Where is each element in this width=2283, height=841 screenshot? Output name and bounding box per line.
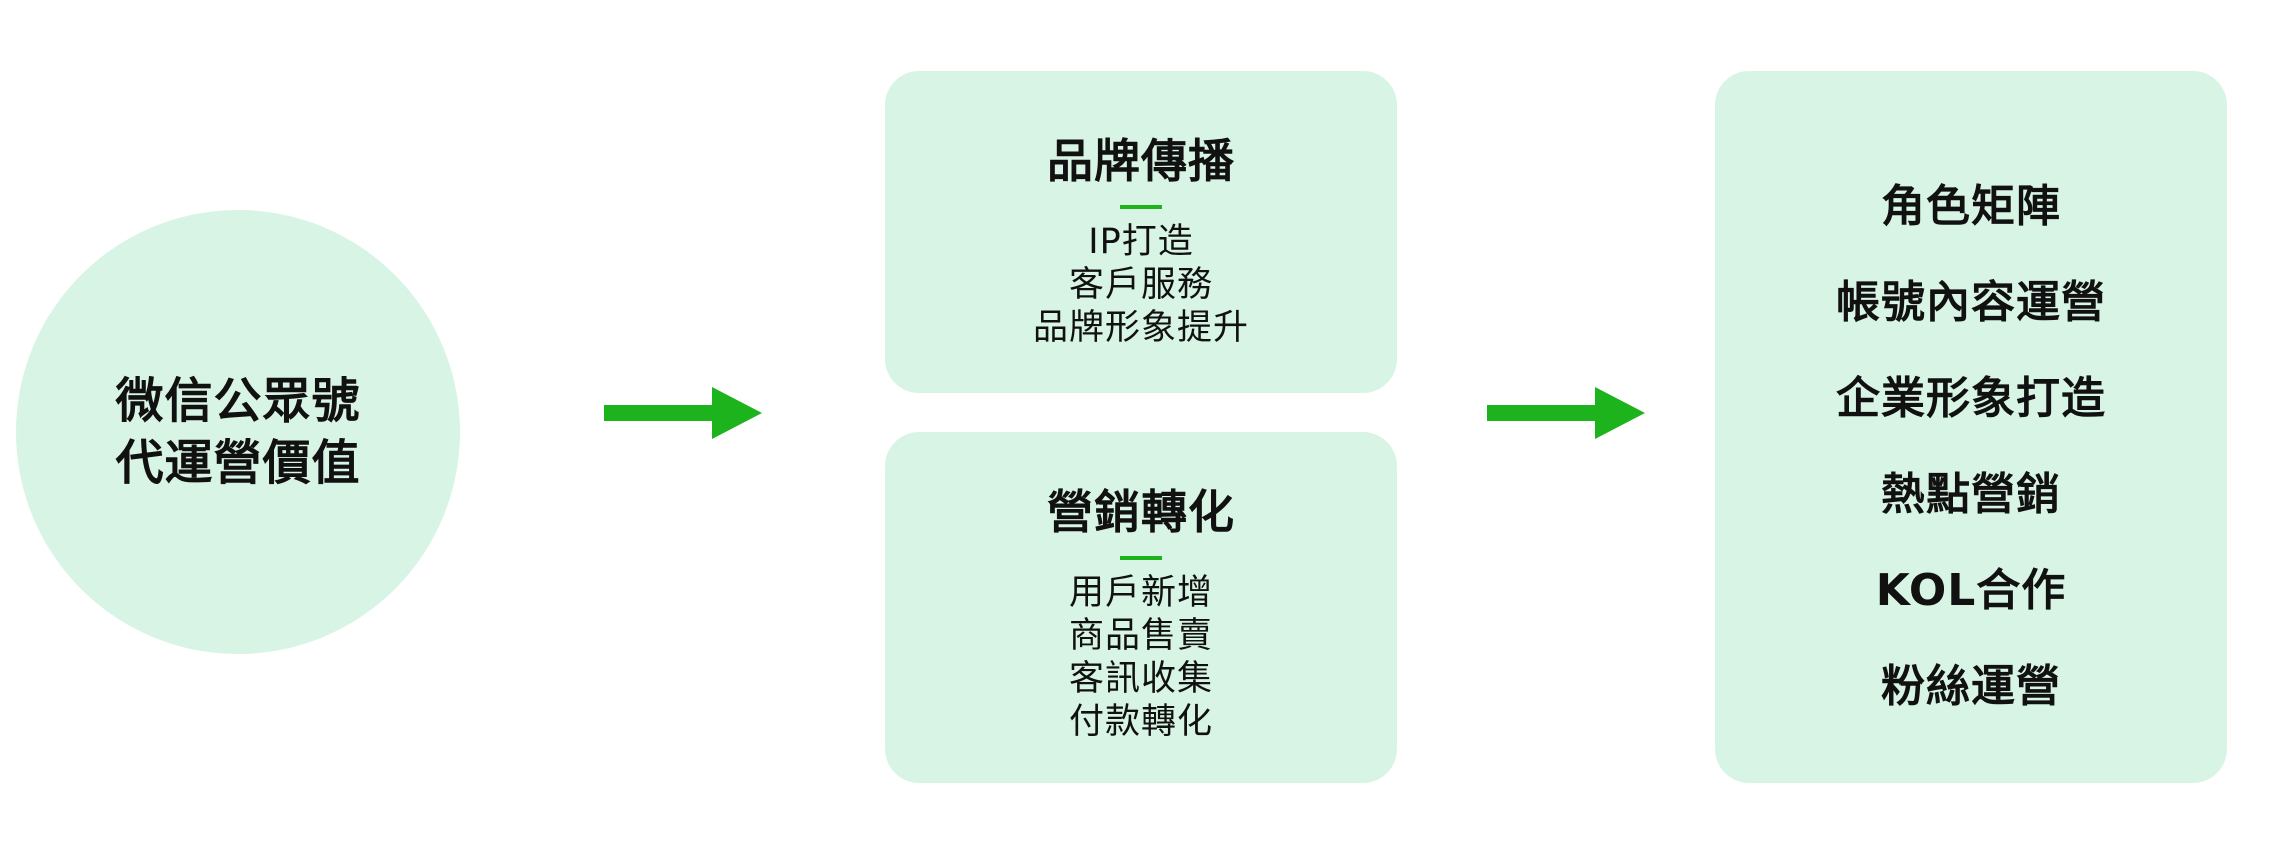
outcome-item: 角色矩陣	[1881, 181, 2061, 232]
right-arrow-icon	[604, 387, 762, 439]
outcomes-card: 角色矩陣 帳號內容運營 企業形象打造 熱點營銷 KOL合作 粉絲運營	[1715, 71, 2227, 783]
title-divider	[1120, 556, 1162, 560]
outcome-item: KOL合作	[1875, 565, 2067, 616]
card-title: 營銷轉化	[1047, 485, 1235, 539]
card-marketing-conversion: 營銷轉化 用戶新增 商品售賣 客訊收集 付款轉化	[885, 432, 1397, 783]
title-divider	[1120, 205, 1162, 209]
circle-label-line-2: 代運營價值	[115, 435, 361, 491]
outcome-item: 熱點營銷	[1881, 469, 2061, 520]
card-item: 品牌形象提升	[1032, 308, 1249, 348]
card-item: IP打造	[1088, 222, 1194, 262]
card-item: 付款轉化	[1068, 702, 1213, 742]
value-circle-node: 微信公眾號 代運營價值	[16, 210, 460, 654]
outcome-item: 帳號內容運營	[1836, 277, 2106, 328]
circle-label-line-1: 微信公眾號	[115, 373, 361, 429]
card-brand-communication: 品牌傳播 IP打造 客戶服務 品牌形象提升	[885, 71, 1397, 393]
card-item: 用戶新增	[1068, 573, 1213, 613]
outcome-item: 粉絲運營	[1881, 661, 2061, 712]
card-item: 客訊收集	[1068, 659, 1213, 699]
card-title: 品牌傳播	[1047, 134, 1235, 188]
card-item: 客戶服務	[1068, 265, 1213, 305]
right-arrow-icon	[1487, 387, 1645, 439]
outcome-item: 企業形象打造	[1836, 373, 2106, 424]
card-item: 商品售賣	[1068, 616, 1213, 656]
